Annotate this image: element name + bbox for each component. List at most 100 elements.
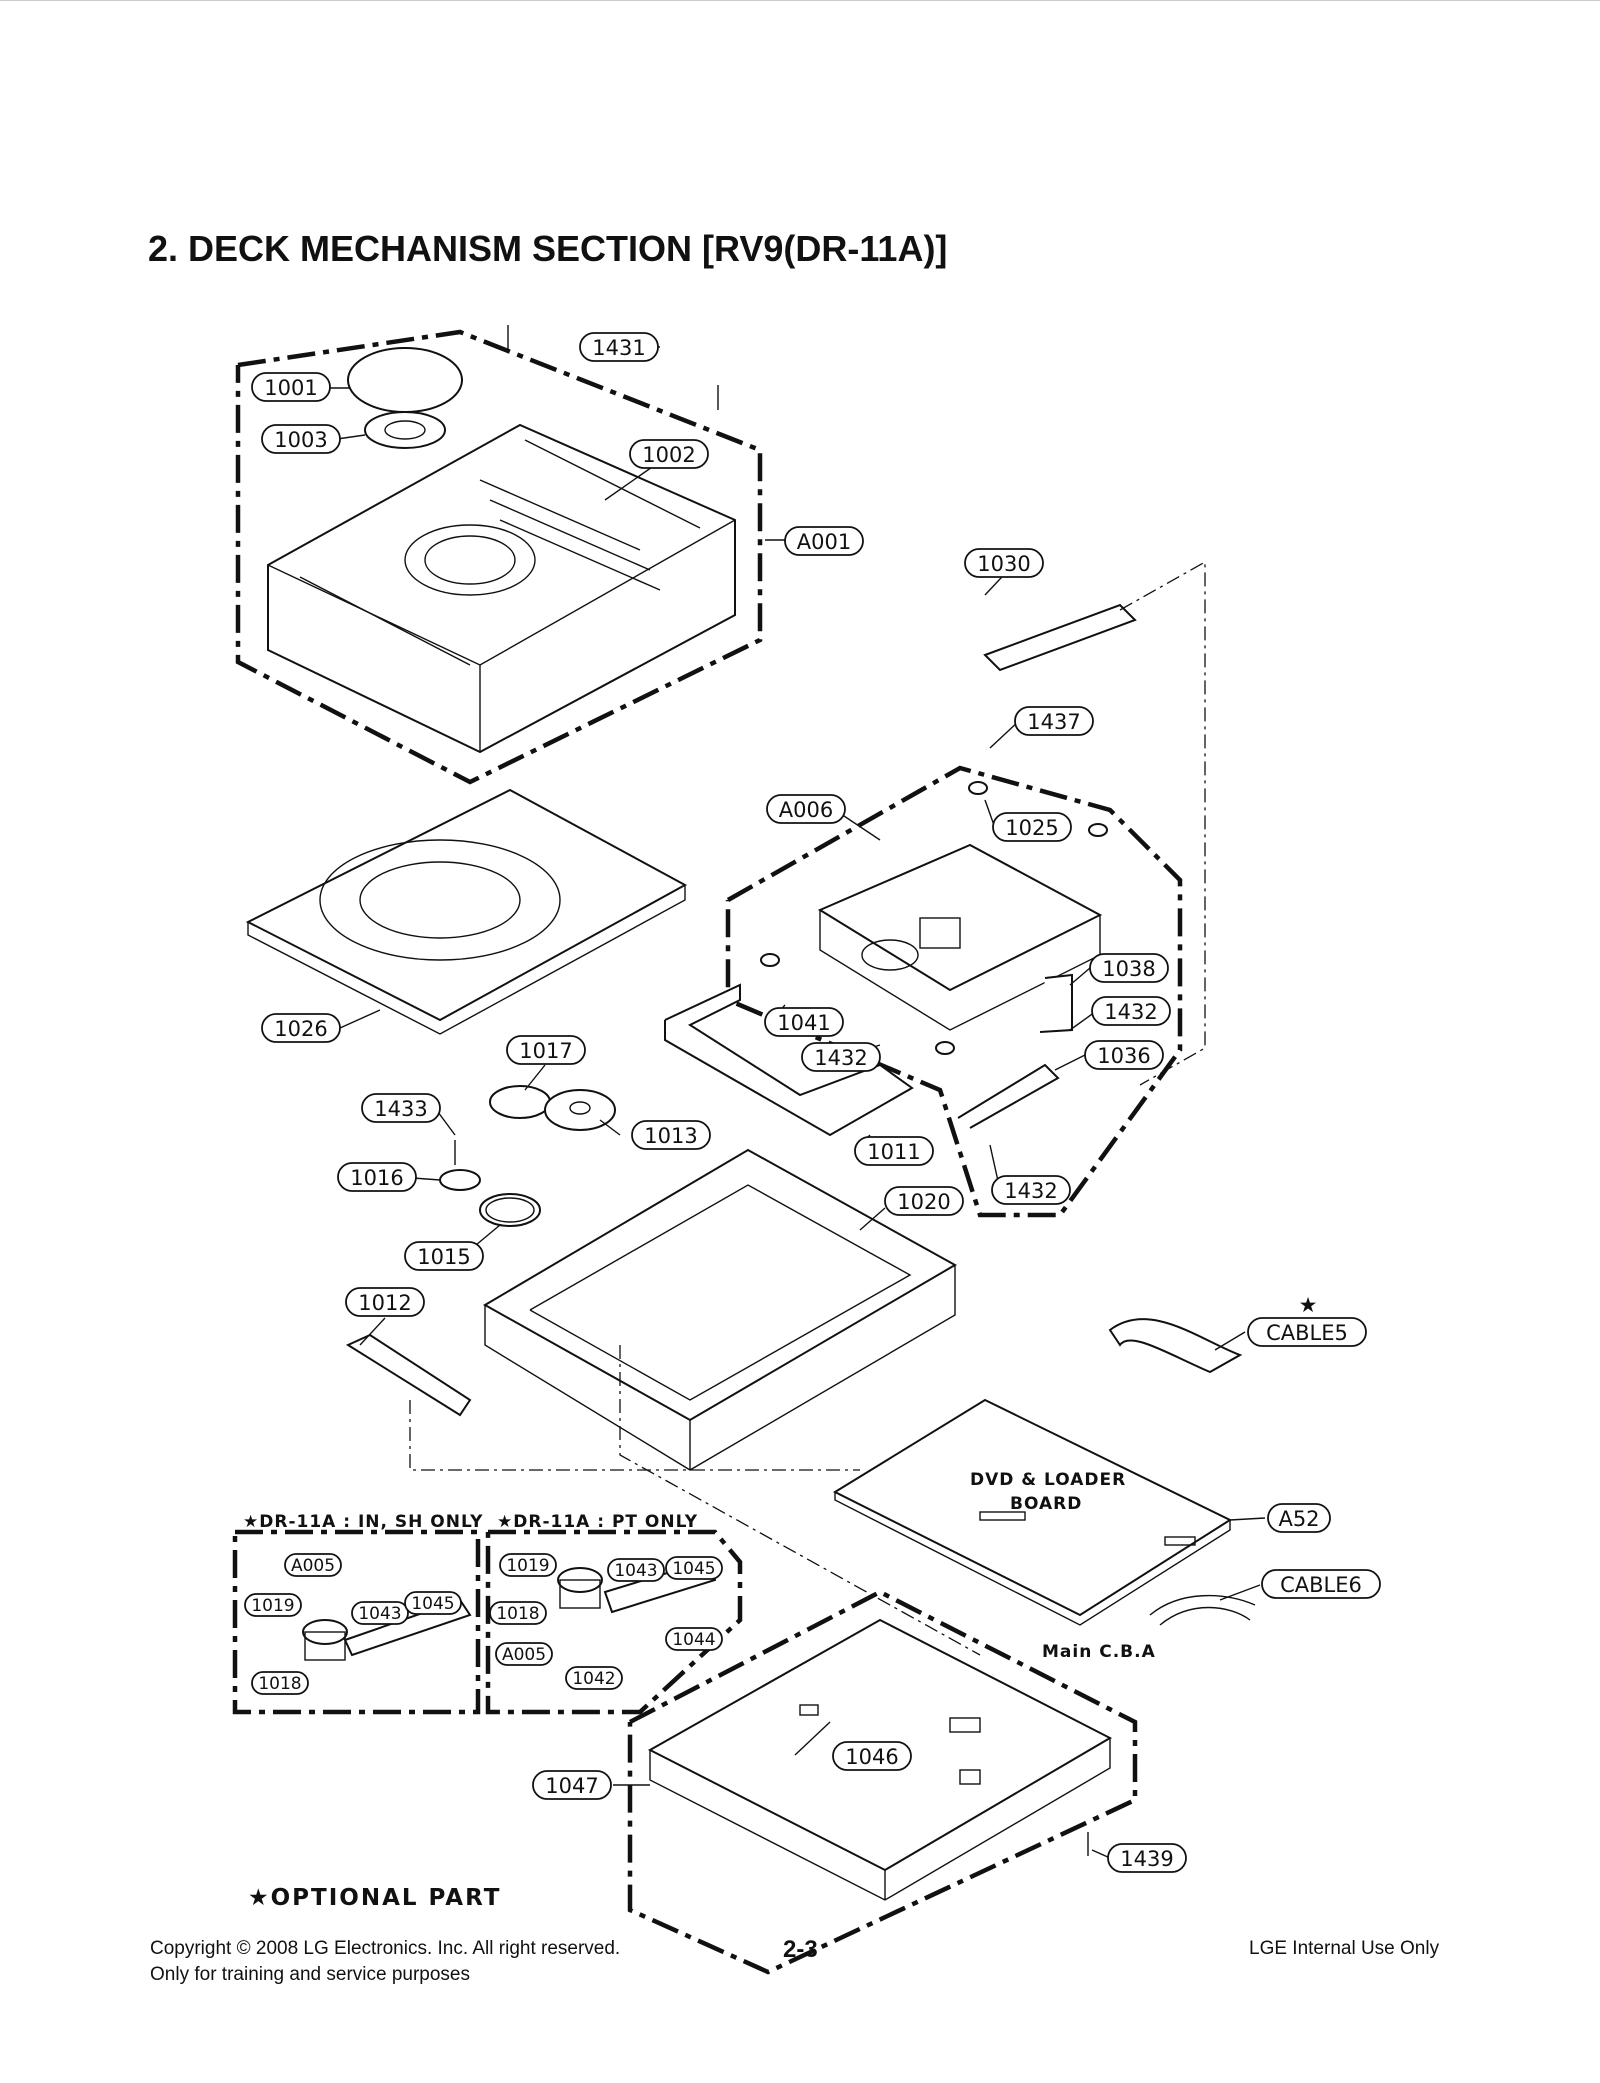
svg-text:CABLE5: CABLE5	[1266, 1321, 1348, 1345]
svg-text:1042: 1042	[572, 1669, 615, 1689]
svg-text:1432: 1432	[814, 1046, 867, 1070]
callout-a001[interactable]: A001	[784, 526, 864, 556]
board-link-dash	[619, 1345, 981, 1656]
svg-text:1011: 1011	[867, 1140, 920, 1164]
callout-1011[interactable]: 1011	[854, 1136, 934, 1166]
clamper-magnet-1003	[364, 411, 446, 449]
callout-1439[interactable]: 1439	[1107, 1843, 1187, 1873]
svg-text:1046: 1046	[845, 1745, 898, 1769]
footer-copyright: Copyright © 2008 LG Electronics. Inc. Al…	[150, 1938, 621, 1959]
svg-text:A005: A005	[291, 1556, 335, 1576]
svg-text:1002: 1002	[642, 443, 695, 467]
svg-text:1025: 1025	[1005, 816, 1058, 840]
callout-1432-b[interactable]: 1432	[801, 1042, 881, 1072]
callout-1018-right[interactable]: 1018	[489, 1601, 547, 1625]
svg-text:A005: A005	[502, 1645, 546, 1665]
optional-part-note: ★OPTIONAL PART	[248, 1885, 502, 1911]
callout-cable5[interactable]: CABLE5	[1247, 1317, 1367, 1347]
slider-1012	[345, 1333, 472, 1417]
top-cover-1002	[267, 423, 736, 754]
callout-1018-left[interactable]: 1018	[251, 1671, 309, 1695]
callout-layer: 1431 1001 1003 1002 A001 1030 1437 A006 …	[244, 332, 1381, 1873]
callout-1045-right[interactable]: 1045	[665, 1556, 723, 1580]
callout-1432-c[interactable]: 1432	[991, 1175, 1071, 1205]
callout-1019-left[interactable]: 1019	[244, 1593, 302, 1617]
svg-text:1019: 1019	[251, 1596, 294, 1616]
footer-purpose: Only for training and service purposes	[150, 1964, 470, 1985]
belt-1015	[479, 1193, 541, 1227]
callout-a006[interactable]: A006	[766, 794, 846, 824]
callout-a005-right[interactable]: A005	[495, 1642, 553, 1666]
callout-1026[interactable]: 1026	[261, 1013, 341, 1043]
callout-1001[interactable]: 1001	[251, 372, 331, 402]
callout-cable6[interactable]: CABLE6	[1261, 1569, 1381, 1599]
svg-text:1041: 1041	[777, 1011, 830, 1035]
callout-1019-right[interactable]: 1019	[499, 1553, 557, 1577]
svg-text:1433: 1433	[374, 1097, 427, 1121]
callout-1016[interactable]: 1016	[337, 1162, 417, 1192]
svg-text:A52: A52	[1278, 1507, 1319, 1531]
flat-cable-1030	[983, 603, 1137, 672]
svg-text:1439: 1439	[1120, 1847, 1173, 1871]
svg-text:1015: 1015	[417, 1245, 470, 1269]
svg-text:1047: 1047	[545, 1774, 598, 1798]
callout-1038[interactable]: 1038	[1089, 953, 1169, 983]
callout-1045-left[interactable]: 1045	[404, 1591, 462, 1615]
callout-1047[interactable]: 1047	[532, 1770, 612, 1800]
callout-a52[interactable]: A52	[1267, 1503, 1331, 1533]
footer-usage: LGE Internal Use Only	[1249, 1938, 1440, 1959]
callout-1036[interactable]: 1036	[1084, 1040, 1164, 1070]
cable-1030-route	[1119, 560, 1206, 1086]
svg-text:1043: 1043	[358, 1604, 401, 1624]
callout-1437[interactable]: 1437	[1014, 706, 1094, 736]
sensor-bracket-1036	[957, 1063, 1060, 1129]
page-title: 2. DECK MECHANISM SECTION [RV9(DR-11A)]	[148, 228, 948, 269]
damper-1041	[760, 953, 955, 1055]
callout-a005-left[interactable]: A005	[284, 1553, 342, 1577]
ribbon-cable5	[1108, 1318, 1243, 1374]
svg-text:1019: 1019	[506, 1556, 549, 1576]
callout-1432-a[interactable]: 1432	[1091, 996, 1171, 1026]
inset-left-title: ★DR-11A : IN, SH ONLY	[243, 1512, 484, 1532]
callout-1015[interactable]: 1015	[404, 1241, 484, 1271]
traverse-frame-1011	[664, 983, 914, 1137]
inset-left-outline	[232, 1529, 481, 1715]
callout-1025[interactable]: 1025	[992, 812, 1072, 842]
svg-text:1431: 1431	[592, 336, 645, 360]
disc-tray-1026	[245, 788, 688, 1035]
callout-1042[interactable]: 1042	[565, 1666, 623, 1690]
callout-1431[interactable]: 1431	[579, 332, 659, 362]
callout-1012[interactable]: 1012	[345, 1287, 425, 1317]
callout-1020[interactable]: 1020	[884, 1186, 964, 1216]
callout-1041[interactable]: 1041	[764, 1007, 844, 1037]
callout-1433[interactable]: 1433	[361, 1093, 441, 1123]
callout-1013[interactable]: 1013	[631, 1120, 711, 1150]
callout-1017[interactable]: 1017	[506, 1035, 586, 1065]
dvd-loader-label-line2: BOARD	[1010, 1494, 1083, 1514]
svg-text:1003: 1003	[274, 428, 327, 452]
callout-1003[interactable]: 1003	[261, 424, 341, 454]
svg-text:1018: 1018	[258, 1674, 301, 1694]
pulley-1016	[439, 1169, 481, 1191]
callout-1044[interactable]: 1044	[665, 1627, 723, 1651]
svg-text:1013: 1013	[644, 1124, 697, 1148]
callout-1030[interactable]: 1030	[964, 548, 1044, 578]
callout-1043-right[interactable]: 1043	[607, 1558, 665, 1582]
svg-text:A006: A006	[779, 798, 833, 822]
svg-text:1012: 1012	[358, 1291, 411, 1315]
svg-text:1045: 1045	[411, 1594, 454, 1614]
svg-text:1016: 1016	[350, 1166, 403, 1190]
shield-1046	[799, 1704, 981, 1785]
svg-text:1036: 1036	[1097, 1044, 1150, 1068]
callout-1046[interactable]: 1046	[832, 1741, 912, 1771]
gear-1017	[489, 1085, 551, 1119]
main-chassis-1020	[482, 1148, 958, 1471]
svg-text:1045: 1045	[672, 1559, 715, 1579]
disc-clamper-1001	[347, 347, 463, 413]
dvd-loader-label-line1: DVD & LOADER	[970, 1470, 1127, 1490]
callout-1002[interactable]: 1002	[629, 439, 709, 469]
chassis-link-dash	[409, 1400, 860, 1471]
group-a001-outline	[235, 329, 763, 785]
callout-1043-left[interactable]: 1043	[351, 1601, 409, 1625]
